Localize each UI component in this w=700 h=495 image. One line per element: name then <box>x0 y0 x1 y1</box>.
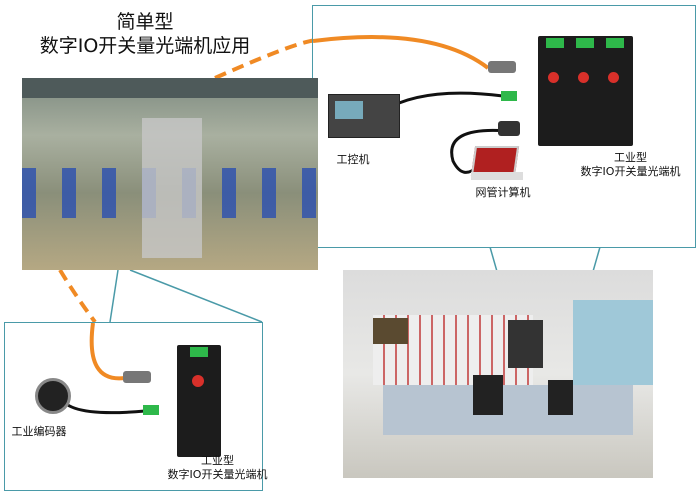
device-label-line2: 数字IO开关量光端机 <box>580 165 681 178</box>
fiber-transceiver-rack-icon <box>538 36 633 146</box>
title-line1: 简单型 <box>116 11 174 33</box>
terminal-block-icon <box>501 91 517 101</box>
fiber-connector-icon <box>488 61 516 73</box>
device-label-bottom: 工业型 数字IO开关量光端机 <box>155 454 280 482</box>
diagram-title: 简单型 数字IO开关量光端机应用 <box>20 10 270 58</box>
fiber-transceiver-icon <box>177 345 221 457</box>
db9-connector-icon <box>498 121 520 136</box>
encoder-label: 工业编码器 <box>11 425 67 438</box>
title-line2: 数字IO开关量光端机应用 <box>39 35 251 57</box>
device-label-line1: 工业型 <box>614 151 647 164</box>
factory-robot-line-photo <box>22 78 318 270</box>
device-label-top: 工业型 数字IO开关量光端机 <box>568 151 693 179</box>
encoder-icon <box>35 378 71 414</box>
industrial-pc-icon <box>328 94 400 138</box>
device-label-line1: 工业型 <box>201 454 234 467</box>
laptop-base <box>471 172 523 180</box>
device-label-line2: 数字IO开关量光端机 <box>167 468 268 481</box>
control-side-panel: 工控机 网管计算机 工业型 数字IO开关量光端机 <box>312 5 696 248</box>
control-room-photo <box>343 270 653 478</box>
ipc-label: 工控机 <box>336 153 370 166</box>
terminal-block-icon <box>143 405 159 415</box>
field-side-panel: 工业编码器 工业型 数字IO开关量光端机 <box>4 322 267 491</box>
laptop-label: 网管计算机 <box>475 186 531 199</box>
fiber-connector-icon <box>123 371 151 383</box>
